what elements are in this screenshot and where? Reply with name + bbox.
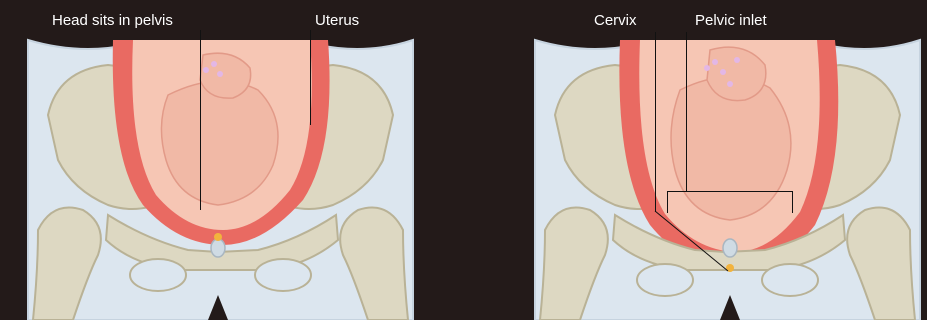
leader-line-pelvic-inlet bbox=[686, 32, 687, 192]
leader-line-cervix-vertical bbox=[655, 32, 656, 212]
leader-line-cervix-diagonal bbox=[650, 205, 740, 280]
diagram-panel-head-in-pelvis bbox=[18, 0, 423, 320]
label-uterus: Uterus bbox=[315, 12, 359, 30]
pelvic-inlet-bracket-right bbox=[792, 191, 793, 213]
leader-line-uterus bbox=[310, 30, 311, 125]
pelvic-inlet-bracket-left bbox=[667, 191, 668, 213]
label-head-sits-in-pelvis: Head sits in pelvis bbox=[52, 12, 173, 30]
pelvis-illustration-left bbox=[18, 0, 423, 320]
label-pelvic-inlet: Pelvic inlet bbox=[695, 12, 767, 30]
leader-line-head bbox=[200, 30, 201, 210]
pelvic-inlet-bracket-top bbox=[667, 191, 793, 192]
label-cervix: Cervix bbox=[594, 12, 637, 30]
